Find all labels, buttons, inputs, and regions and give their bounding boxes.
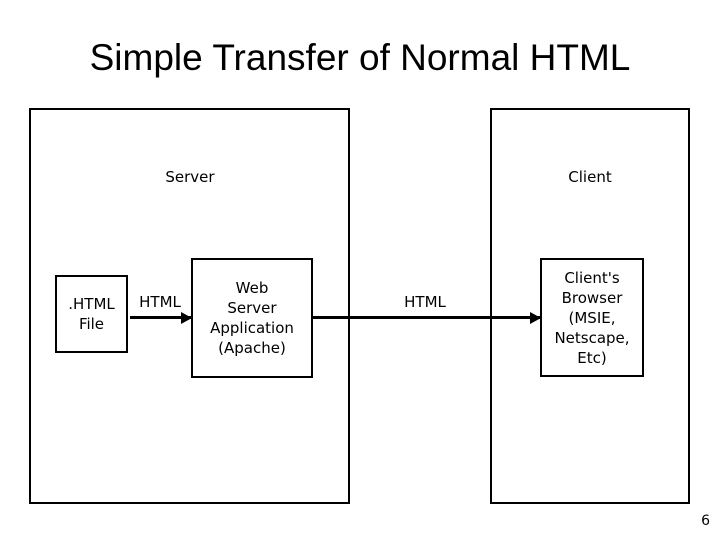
- arrow-label-file-to-server: HTML: [139, 293, 181, 311]
- arrow-label-server-to-client: HTML: [404, 293, 446, 311]
- html-file-node-label: .HTML File: [68, 295, 115, 333]
- server-zone-label: Server: [165, 168, 215, 186]
- client-browser-node: Client's Browser (MSIE, Netscape, Etc): [540, 258, 644, 377]
- page-number: 6: [701, 513, 710, 529]
- client-zone-label: Client: [568, 168, 612, 186]
- web-server-application-node-label: Web Server Application (Apache): [210, 279, 294, 357]
- page-title: Simple Transfer of Normal HTML: [89, 37, 631, 78]
- html-file-node: .HTML File: [55, 275, 128, 353]
- arrow-right-icon-file-to-server: [130, 311, 192, 324]
- client-browser-node-label: Client's Browser (MSIE, Netscape, Etc): [554, 268, 630, 367]
- arrow-right-icon-server-to-client: [313, 311, 541, 324]
- web-server-application-node: Web Server Application (Apache): [191, 258, 313, 378]
